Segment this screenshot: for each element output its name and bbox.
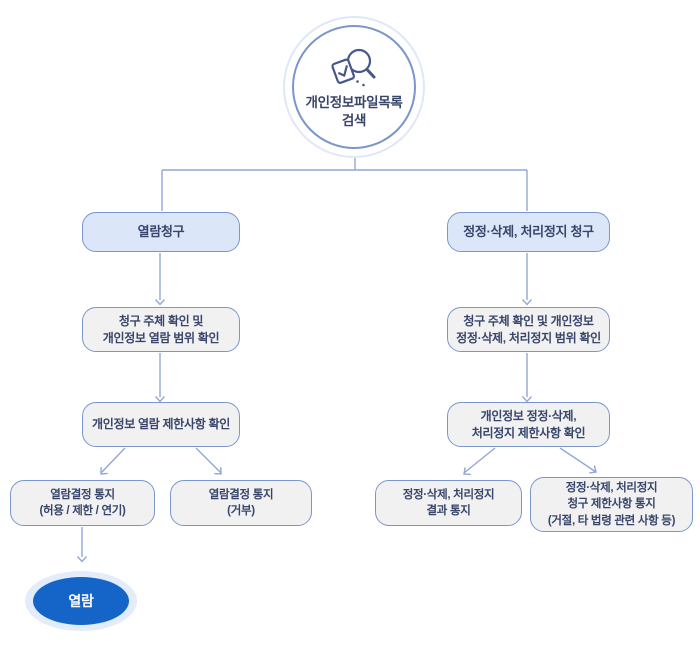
magnifier-document-icon bbox=[331, 48, 376, 87]
node-access-request-label: 열람청구 bbox=[137, 223, 185, 239]
node-correction-request: 정정·삭제, 처리정지 청구 bbox=[447, 212, 610, 252]
node-access-decision-notice-allow-label: 열람결정 통지 (허용 / 제한 / 연기) bbox=[39, 488, 126, 517]
node-correction-restriction-check-label: 개인정보 정정·삭제, 처리정지 제한사항 확인 bbox=[471, 408, 586, 440]
root-node-label: 개인정보파일목록 검색 bbox=[305, 94, 403, 128]
node-correction-scope-check-label: 청구 주체 확인 및 개인정보 정정·삭제, 처리정지 범위 확인 bbox=[456, 313, 601, 345]
node-correction-restriction-notice-label: 정정·삭제, 처리정지 청구 제한사항 통지 (거절, 타 법령 관련 사항 등… bbox=[547, 482, 676, 527]
root-node-search: 개인정보파일목록 검색 bbox=[292, 25, 416, 149]
final-node-access: 열람 bbox=[33, 577, 129, 625]
node-access-restriction-check: 개인정보 열람 제한사항 확인 bbox=[82, 402, 240, 447]
node-correction-request-label: 정정·삭제, 처리정지 청구 bbox=[463, 223, 594, 239]
final-node-access-label: 열람 bbox=[68, 593, 94, 609]
node-correction-result-notice-label: 정정·삭제, 처리정지 결과 통지 bbox=[402, 488, 495, 517]
node-access-request: 열람청구 bbox=[82, 212, 240, 252]
node-correction-result-notice: 정정·삭제, 처리정지 결과 통지 bbox=[375, 480, 522, 526]
node-access-scope-check: 청구 주체 확인 및 개인정보 열람 범위 확인 bbox=[82, 307, 240, 352]
node-access-decision-notice-allow: 열람결정 통지 (허용 / 제한 / 연기) bbox=[10, 480, 155, 526]
node-access-scope-check-label: 청구 주체 확인 및 개인정보 열람 범위 확인 bbox=[102, 313, 220, 345]
node-correction-restriction-notice: 정정·삭제, 처리정지 청구 제한사항 통지 (거절, 타 법령 관련 사항 등… bbox=[530, 477, 693, 532]
node-access-decision-notice-refuse: 열람결정 통지 (거부) bbox=[170, 480, 312, 526]
node-correction-scope-check: 청구 주체 확인 및 개인정보 정정·삭제, 처리정지 범위 확인 bbox=[447, 307, 610, 352]
node-access-restriction-check-label: 개인정보 열람 제한사항 확인 bbox=[92, 417, 230, 432]
node-access-decision-notice-refuse-label: 열람결정 통지 (거부) bbox=[208, 488, 274, 517]
node-correction-restriction-check: 개인정보 정정·삭제, 처리정지 제한사항 확인 bbox=[447, 402, 610, 447]
